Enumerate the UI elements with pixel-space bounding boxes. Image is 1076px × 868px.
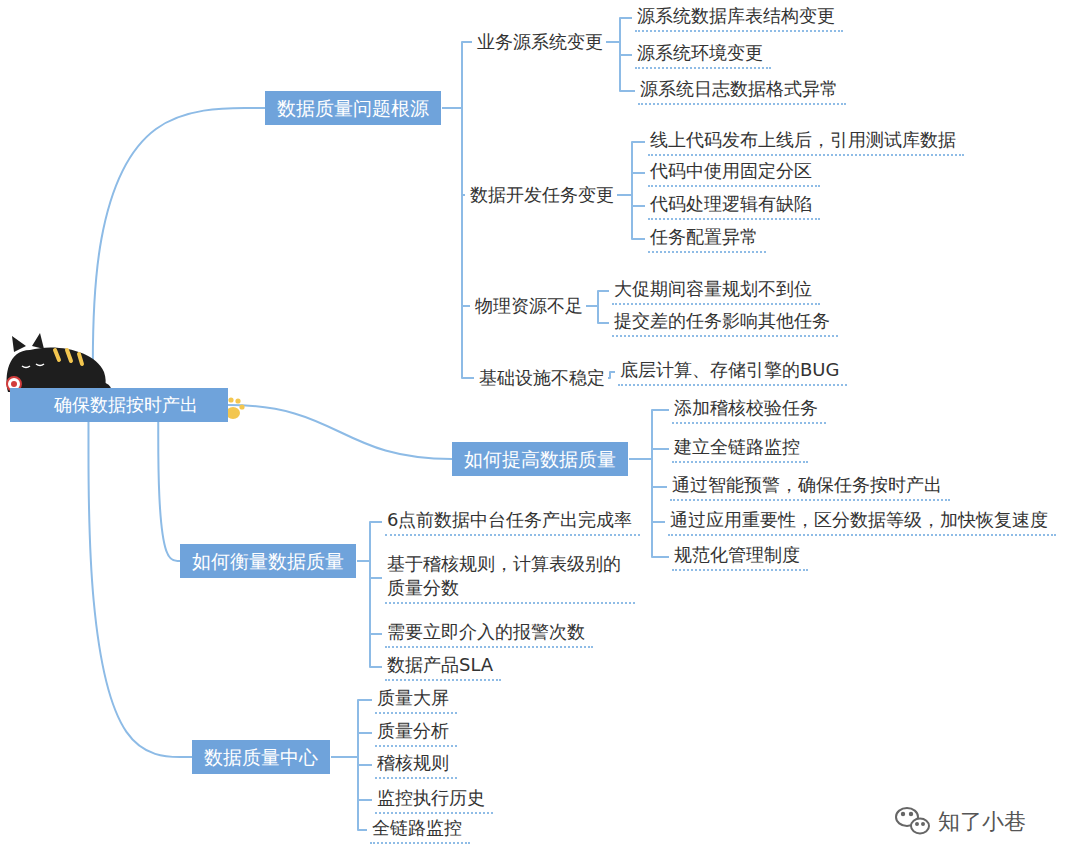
leaf-item: 源系统环境变更 [635,41,771,69]
leaf-item: 监控执行历史 [375,786,493,814]
node-text: 提交差的任务影响其他任务 [614,309,830,333]
leaf-item: 提交差的任务影响其他任务 [612,309,838,337]
node-text: 源系统日志数据格式异常 [640,77,838,101]
branch-line [608,372,615,378]
subtopic-text: 业务源系统变更 [475,28,605,56]
node-text: 稽核规则 [377,751,449,775]
node-text: 业务源系统变更 [477,30,603,54]
leaf-item: 线上代码发布上线后，引用测试库数据 [648,128,964,156]
leaf-item: 质量分析 [375,719,457,747]
node-text: 物理资源不足 [475,294,583,318]
node-text: 通过智能预警，确保任务按时产出 [672,473,942,497]
branch-line [617,173,645,195]
branch-line [606,18,632,42]
node-text: 规范化管理制度 [674,543,800,567]
leaf-item: 通过智能预警，确保任务按时产出 [670,473,950,501]
node-text: 源系统数据库表结构变更 [637,4,835,28]
leaf-item: 添加稽核校验任务 [672,396,826,424]
node-text: 底层计算、存储引擎的BUG [620,358,839,382]
leaf-item: 代码处理逻辑有缺陷 [648,192,820,220]
branch-line [158,422,180,561]
branch-line [442,108,470,306]
subtopic-text: 基础设施不稳定 [477,364,607,392]
leaf-item: 底层计算、存储引擎的BUG [618,358,847,386]
node-text: 全链路监控 [372,816,462,840]
branch-line [617,195,645,239]
branch-line [606,42,635,91]
branch-line [88,422,192,757]
leaf-item: 需要立即介入的报警次数 [385,620,593,648]
node-text: 基础设施不稳定 [479,366,605,390]
node-text: 质量大屏 [377,686,449,710]
branch-line [331,733,372,757]
node-text: 数据质量中心 [204,745,318,770]
node-text: 如何衡量数据质量 [192,549,344,574]
leaf-item: 6点前数据中台任务产出完成率 [385,508,640,536]
node-text: 监控执行历史 [377,786,485,810]
node-text: 大促期间容量规划不到位 [614,277,812,301]
leaf-item: 全链路监控 [370,816,470,844]
node-text: 数据产品SLA [387,653,493,677]
leaf-item: 稽核规则 [375,751,457,779]
branch-line [629,459,667,487]
branch-line [617,142,645,195]
branch-line [228,405,452,459]
branch-line [357,522,382,561]
leaf-item: 源系统数据库表结构变更 [635,4,843,32]
node-text: 线上代码发布上线后，引用测试库数据 [650,128,956,152]
leaf-item: 源系统日志数据格式异常 [638,77,846,105]
node-text: 需要立即介入的报警次数 [387,620,585,644]
leaf-item: 数据产品SLA [385,653,501,681]
subtopic-text: 物理资源不足 [473,292,585,320]
topic-box: 如何提高数据质量 [452,442,628,477]
leaf-item: 代码中使用固定分区 [648,159,820,187]
branch-line [442,108,474,378]
node-text: 6点前数据中台任务产出完成率 [387,508,632,532]
leaf-item: 通过应用重要性，区分数据等级，加快恢复速度 [668,508,1056,536]
leaf-item: 大促期间容量规划不到位 [612,277,820,305]
branch-line [629,449,669,459]
node-text: 确保数据按时产出 [54,393,198,416]
node-text: 添加稽核校验任务 [674,396,818,420]
node-text: 数据质量问题根源 [277,96,429,121]
watermark: 知了小巷 [938,807,1026,837]
node-text: 如何提高数据质量 [464,447,616,472]
leaf-item: 基于稽核规则，计算表级别的质量分数 [385,552,635,605]
branch-line [331,757,372,800]
node-text: 通过应用重要性，区分数据等级，加快恢复速度 [670,508,1048,532]
branch-line [586,306,609,323]
branch-line [93,108,265,388]
leaf-item: 任务配置异常 [648,225,766,253]
topic-box: 数据质量中心 [192,740,330,775]
root-topic: 确保数据按时产出 [10,388,228,421]
topic-box: 数据质量问题根源 [265,91,441,126]
node-text: 代码中使用固定分区 [650,159,812,183]
node-text: 源系统环境变更 [637,41,763,65]
node-text: 数据开发任务变更 [470,183,614,207]
leaf-item: 建立全链路监控 [672,435,808,463]
branch-line [331,757,372,765]
leaf-item: 规范化管理制度 [672,543,808,571]
node-text: 基于稽核规则，计算表级别的质量分数 [387,552,627,601]
branch-line [586,291,609,306]
node-text: 任务配置异常 [650,225,758,249]
node-text: 质量分析 [377,719,449,743]
node-text: 建立全链路监控 [674,435,800,459]
branch-line [331,700,372,757]
wechat-icon [896,808,929,834]
topic-box: 如何衡量数据质量 [180,544,356,579]
branch-line [357,561,382,667]
leaf-item: 质量大屏 [375,686,457,714]
subtopic-text: 数据开发任务变更 [468,181,616,209]
branch-line [331,757,367,830]
branch-line [629,410,669,459]
branch-line [442,42,472,108]
node-text: 代码处理逻辑有缺陷 [650,192,812,216]
